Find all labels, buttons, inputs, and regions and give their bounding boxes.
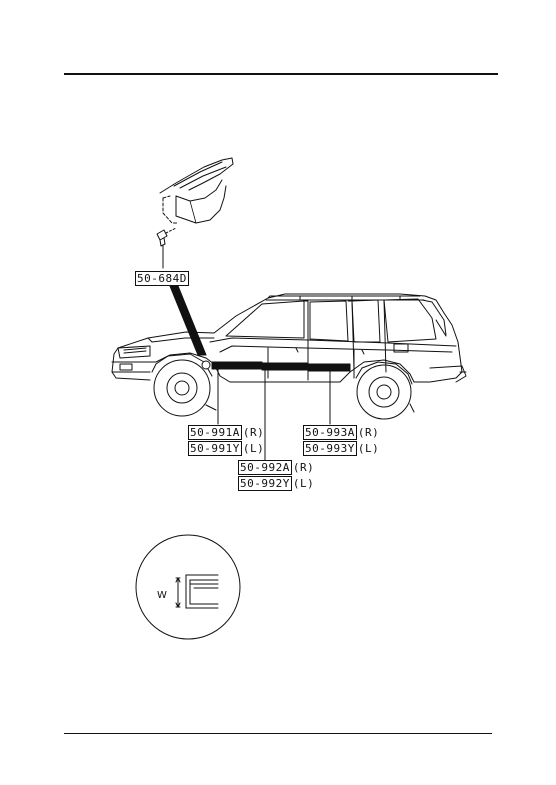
front-molding-left-side: (L) [242, 442, 265, 455]
front-molding-left-part-number: 50-991Y [188, 441, 242, 456]
clip-detail-illustration [156, 157, 234, 269]
section-width-label: W [157, 590, 167, 601]
center-molding-right-part-number: 50-992A [238, 460, 292, 475]
rear-molding-right-part-number: 50-993A [303, 425, 357, 440]
rear-side-molding [307, 363, 351, 372]
front-side-molding [211, 361, 263, 370]
center-molding-part-label: 50-992A(R) 50-992Y(L) [238, 460, 315, 491]
clip-location-leader [169, 285, 207, 356]
rear-molding-part-label: 50-993A(R) 50-993Y(L) [303, 425, 380, 456]
front-molding-right-side: (R) [242, 426, 265, 439]
center-molding-left-side: (L) [292, 477, 315, 490]
rear-molding-right-side: (R) [357, 426, 380, 439]
rear-molding-left-side: (L) [357, 442, 380, 455]
molding-section-detail [135, 534, 241, 640]
car-illustration [111, 293, 467, 420]
rear-molding-left-part-number: 50-993Y [303, 441, 357, 456]
bottom-rule [64, 733, 492, 734]
clip-part-label: 50-684D [135, 271, 189, 286]
front-molding-right-part-number: 50-991A [188, 425, 242, 440]
center-molding-left-part-number: 50-992Y [238, 476, 292, 491]
front-molding-part-label: 50-991A(R) 50-991Y(L) [188, 425, 265, 456]
center-molding-right-side: (R) [292, 461, 315, 474]
top-rule [64, 73, 498, 75]
center-side-molding [261, 362, 309, 371]
clip-part-number: 50-684D [135, 271, 189, 286]
